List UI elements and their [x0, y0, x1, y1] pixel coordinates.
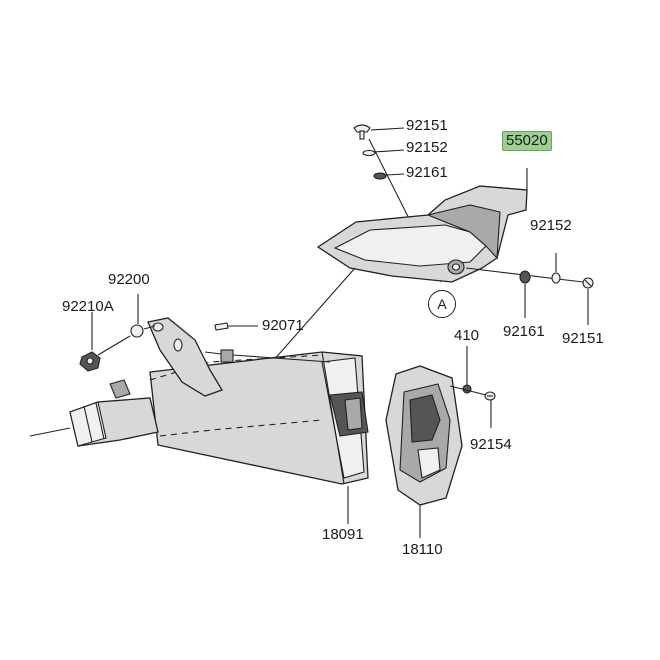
grommet-92161-top — [373, 172, 387, 180]
grommet-92161-right — [519, 270, 531, 284]
end-cap-18110 — [385, 365, 463, 506]
nut-92210A — [79, 351, 101, 372]
bolt-92151-top — [353, 124, 371, 140]
callout-a: A — [428, 290, 456, 318]
label-410: 410 — [454, 327, 480, 344]
label-92152-top: 92152 — [406, 139, 448, 156]
label-92154: 92154 — [470, 436, 512, 453]
washer-92152-right — [551, 272, 561, 284]
label-92161-top: 92161 — [406, 164, 448, 181]
label-92071: 92071 — [262, 317, 304, 334]
clamp-92071 — [214, 322, 234, 363]
label-92161-right: 92161 — [503, 323, 545, 340]
label-18110: 18110 — [402, 541, 443, 558]
washer-92152-top — [362, 149, 376, 157]
exhaust-pipe — [69, 379, 159, 447]
bolt-92154 — [484, 391, 496, 401]
label-55020-highlighted: 55020 — [502, 131, 552, 151]
label-92151-top: 92151 — [406, 117, 448, 134]
washer-92200 — [130, 324, 144, 338]
label-92200: 92200 — [108, 271, 150, 288]
label-18091: 18091 — [322, 526, 364, 543]
label-92210A: 92210A — [62, 298, 114, 315]
label-92152-right: 92152 — [530, 217, 572, 234]
heat-cover-55020 — [316, 185, 528, 283]
mount-bracket — [147, 317, 223, 397]
bolt-92151-right — [582, 277, 594, 289]
label-92151-right: 92151 — [562, 330, 604, 347]
